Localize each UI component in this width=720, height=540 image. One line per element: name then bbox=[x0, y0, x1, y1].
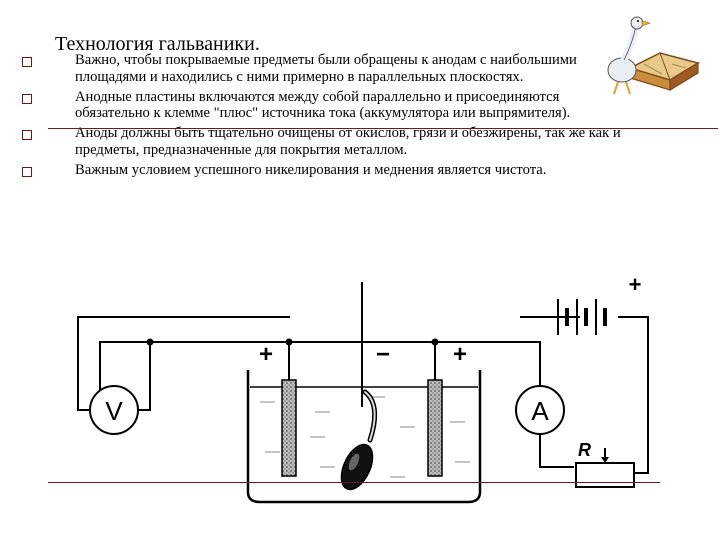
cathode-sign: − bbox=[376, 341, 390, 368]
bullet-square-icon bbox=[22, 166, 32, 177]
anode-plate-left bbox=[281, 379, 297, 477]
spoon-cathode bbox=[340, 389, 378, 491]
bullet-text: Важно, чтобы покрываемые предметы были о… bbox=[75, 52, 577, 85]
list-item: Аноды должны быть тщательно очищены от о… bbox=[22, 125, 622, 159]
bullet-text: Важным условием успешного никелирования … bbox=[75, 161, 547, 178]
list-item: Важным условием успешного никелирования … bbox=[22, 162, 622, 179]
ammeter-label: A bbox=[531, 396, 549, 426]
bullet-square-icon bbox=[22, 130, 32, 141]
ammeter-icon bbox=[515, 385, 565, 435]
bottom-divider bbox=[48, 482, 660, 483]
anode-left-sign: + bbox=[259, 341, 273, 368]
list-item: Анодные пластины включаются между собой … bbox=[22, 89, 622, 123]
electroplating-circuit-diagram: + + − + V A R bbox=[70, 262, 660, 517]
title-divider bbox=[48, 128, 718, 129]
battery-plus-label: + bbox=[629, 272, 642, 297]
bullet-square-icon bbox=[22, 57, 32, 67]
bullet-text: Аноды должны быть тщательно очищены от о… bbox=[75, 125, 621, 158]
list-item: Важно, чтобы покрываемые предметы были о… bbox=[22, 52, 622, 86]
bullet-text: Анодные пластины включаются между собой … bbox=[75, 88, 571, 122]
resistor-label: R bbox=[578, 440, 591, 460]
anode-right-sign: + bbox=[453, 341, 467, 368]
voltmeter-label: V bbox=[105, 396, 123, 426]
anode-plate-right bbox=[427, 379, 443, 477]
goose-book-icon bbox=[600, 8, 712, 113]
slide-title: Технология гальваники. bbox=[55, 33, 260, 55]
rheostat-icon bbox=[575, 462, 635, 488]
bullet-square-icon bbox=[22, 93, 32, 104]
bullet-list: Важно, чтобы покрываемые предметы были о… bbox=[22, 52, 622, 182]
voltmeter-icon bbox=[89, 385, 139, 435]
